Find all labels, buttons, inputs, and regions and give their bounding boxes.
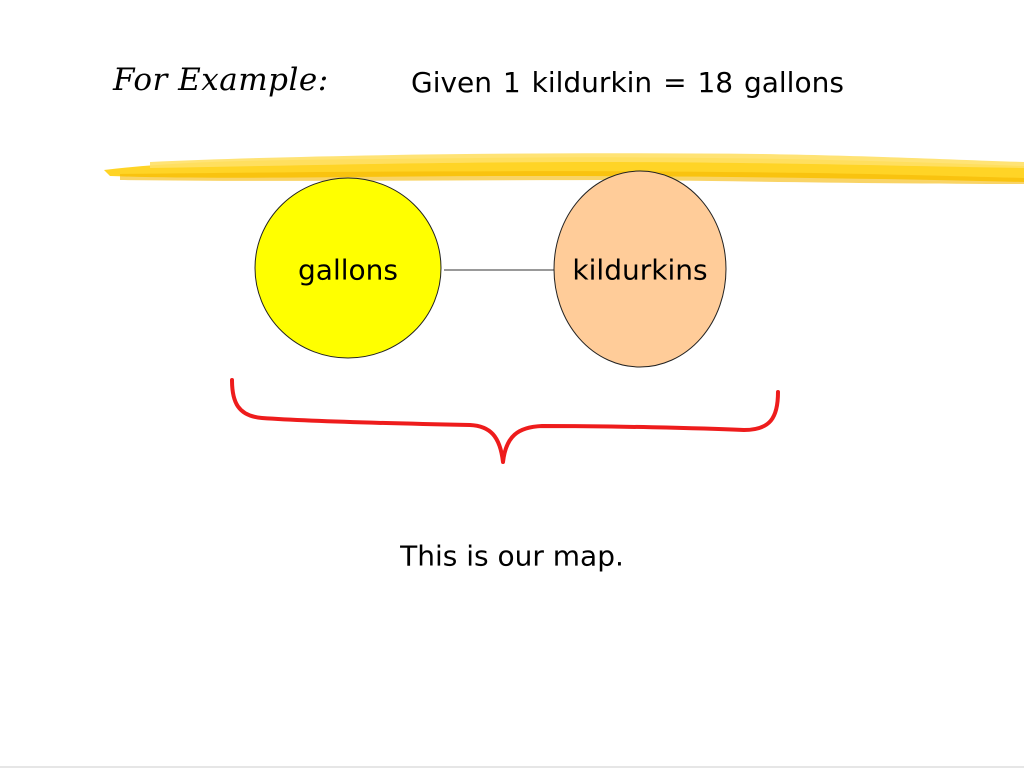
gallons-label: gallons	[298, 253, 398, 287]
gallons-node	[254, 177, 442, 359]
kildurkins-node	[553, 170, 727, 368]
caption: This is our map.	[400, 539, 624, 573]
given-equation: Given 1 kildurkin = 18 gallons	[411, 66, 844, 99]
brace	[230, 378, 780, 464]
kildurkins-label: kildurkins	[572, 253, 708, 287]
example-heading: For Example:	[113, 62, 329, 98]
bottom-divider	[0, 766, 1024, 768]
highlight-stroke	[104, 153, 1024, 184]
